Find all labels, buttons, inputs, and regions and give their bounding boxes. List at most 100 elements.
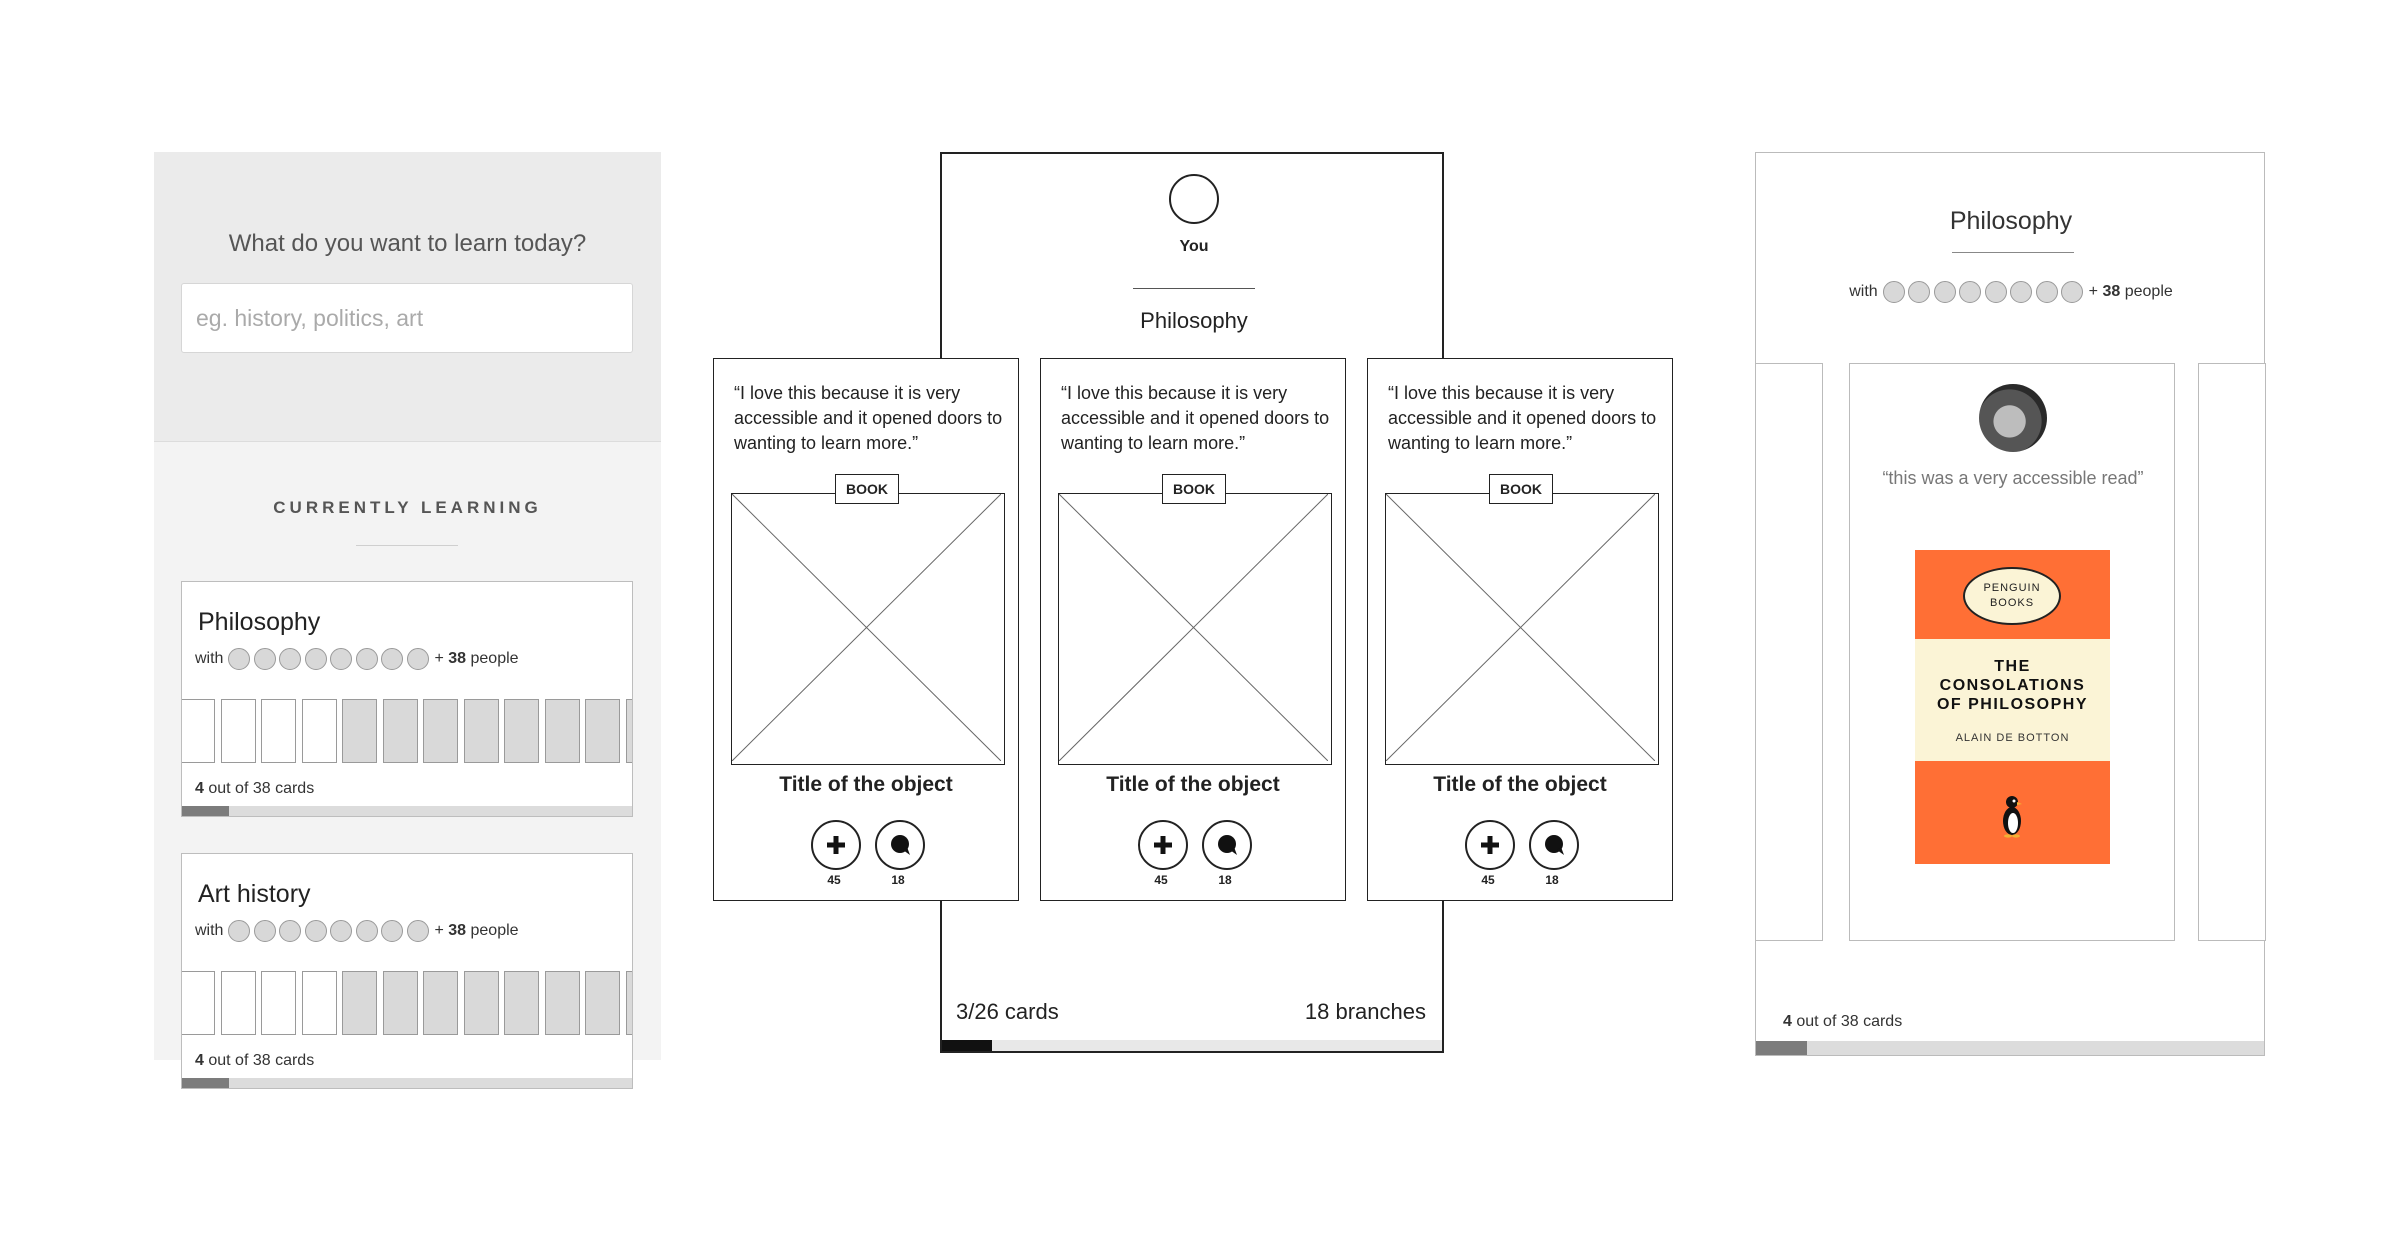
add-count: 45 — [1154, 873, 1168, 887]
topic-card-philosophy[interactable]: Philosophy with + 38 people 4 out of 38 … — [181, 581, 633, 817]
object-quote: “I love this because it is very accessib… — [1388, 383, 1657, 453]
people-plus: + 38 people — [434, 922, 519, 939]
topic-participants: with + 38 people — [195, 920, 519, 942]
mini-card — [544, 971, 580, 1035]
avatar — [330, 648, 353, 670]
topic-card-art-history[interactable]: Art history with + 38 people 4 out of 38… — [181, 853, 633, 1089]
user-avatar[interactable] — [1169, 174, 1219, 224]
object-quote: “I love this because it is very accessib… — [1061, 383, 1330, 453]
avatar — [1908, 281, 1931, 303]
object-title: Title of the object — [1433, 773, 1607, 796]
card-strip — [182, 971, 632, 1035]
avatar — [1882, 281, 1905, 303]
avatar — [355, 920, 378, 942]
object-card[interactable]: “I love this because it is very accessib… — [1040, 358, 1346, 901]
progress-bar — [182, 806, 632, 816]
mini-card — [301, 971, 337, 1035]
mini-card — [261, 699, 296, 763]
topic-title: Art history — [198, 880, 311, 908]
topic-title: Philosophy — [1949, 207, 2073, 235]
progress-bar — [942, 1040, 1442, 1051]
image-placeholder — [1058, 493, 1332, 765]
mini-card — [382, 971, 418, 1035]
mini-card — [182, 971, 215, 1035]
progress-bar — [1756, 1041, 2264, 1055]
add-count: 45 — [1481, 873, 1495, 887]
avatar — [279, 920, 302, 942]
avatar — [253, 648, 276, 670]
mini-card — [544, 699, 580, 763]
branches-count: 18 branches — [1304, 999, 1426, 1024]
cards-progress-text: 4 out of 38 cards — [1783, 1013, 1903, 1030]
avatar — [1933, 281, 1956, 303]
comment-button[interactable] — [875, 820, 925, 870]
avatar — [381, 648, 404, 670]
avatar — [1959, 281, 1982, 303]
object-title: Title of the object — [1106, 773, 1280, 796]
avatar — [2010, 281, 2033, 303]
previous-card[interactable] — [1755, 363, 1823, 941]
avatar — [279, 648, 302, 670]
next-card[interactable] — [2198, 363, 2266, 941]
divider — [356, 545, 458, 546]
comment-count: 18 — [891, 873, 905, 887]
object-title: Title of the object — [779, 773, 953, 796]
comment-button[interactable] — [1529, 820, 1579, 870]
plus-icon — [827, 836, 845, 854]
object-card[interactable]: “I love this because it is very accessib… — [1367, 358, 1673, 901]
topic-participants: with + 38 people — [195, 648, 519, 670]
with-label: with — [1849, 283, 1878, 300]
cards-progress-text: 4 out of 38 cards — [195, 780, 315, 797]
mini-card — [382, 699, 418, 763]
add-count: 45 — [827, 873, 841, 887]
avatar — [406, 920, 429, 942]
add-button[interactable] — [811, 820, 861, 870]
comment-button[interactable] — [1202, 820, 1252, 870]
mini-card — [423, 699, 458, 763]
topic-title: Philosophy — [1140, 308, 1248, 333]
mini-card — [261, 971, 296, 1035]
section-title: CURRENTLY LEARNING — [273, 498, 542, 517]
topic-search-input[interactable] — [181, 283, 633, 353]
plus-icon — [1154, 836, 1172, 854]
image-placeholder — [731, 493, 1005, 765]
cards-progress-text: 4 out of 38 cards — [195, 1052, 315, 1069]
topic-participants: with + 38 people — [1756, 281, 2266, 303]
object-card[interactable]: “I love this because it is very accessib… — [713, 358, 1019, 901]
publisher-logo: PENGUIN BOOKS — [1963, 567, 2061, 625]
divider — [1133, 288, 1255, 289]
speech-bubble-icon — [891, 835, 910, 855]
avatar — [406, 648, 429, 670]
avatar — [228, 920, 251, 942]
comment-count: 18 — [1218, 873, 1232, 887]
mini-card — [342, 699, 377, 763]
user-photo[interactable] — [1979, 384, 2047, 452]
mini-card — [342, 971, 377, 1035]
detail-screen: Philosophy with + 38 people “this was a … — [1755, 152, 2266, 1056]
object-type-badge: BOOK — [1489, 474, 1553, 504]
cards-count: 3/26 cards — [956, 999, 1059, 1024]
avatar — [2061, 281, 2084, 303]
topic-title: Philosophy — [198, 608, 321, 636]
mini-card — [585, 699, 620, 763]
add-button[interactable] — [1138, 820, 1188, 870]
avatar — [304, 920, 327, 942]
mini-card — [220, 971, 256, 1035]
participant-avatars — [228, 648, 432, 670]
people-plus: + 38 people — [434, 650, 519, 667]
participant-avatars — [228, 920, 432, 942]
avatar — [304, 648, 327, 670]
object-type-badge: BOOK — [835, 474, 899, 504]
participant-avatars — [1882, 281, 2087, 303]
object-quote: “I love this because it is very accessib… — [734, 383, 1003, 453]
avatar — [355, 648, 378, 670]
with-label: with — [195, 922, 224, 939]
image-placeholder — [1385, 493, 1659, 765]
avatar — [253, 920, 276, 942]
mini-card — [625, 971, 632, 1035]
mini-card — [423, 971, 458, 1035]
mini-card — [585, 971, 620, 1035]
book-cover[interactable]: PENGUIN BOOKS THE CONSOLATIONS OF PHILOS… — [1915, 550, 2110, 864]
add-button[interactable] — [1465, 820, 1515, 870]
recommendation-card[interactable]: “this was a very accessible read” PENGUI… — [1849, 363, 2175, 941]
